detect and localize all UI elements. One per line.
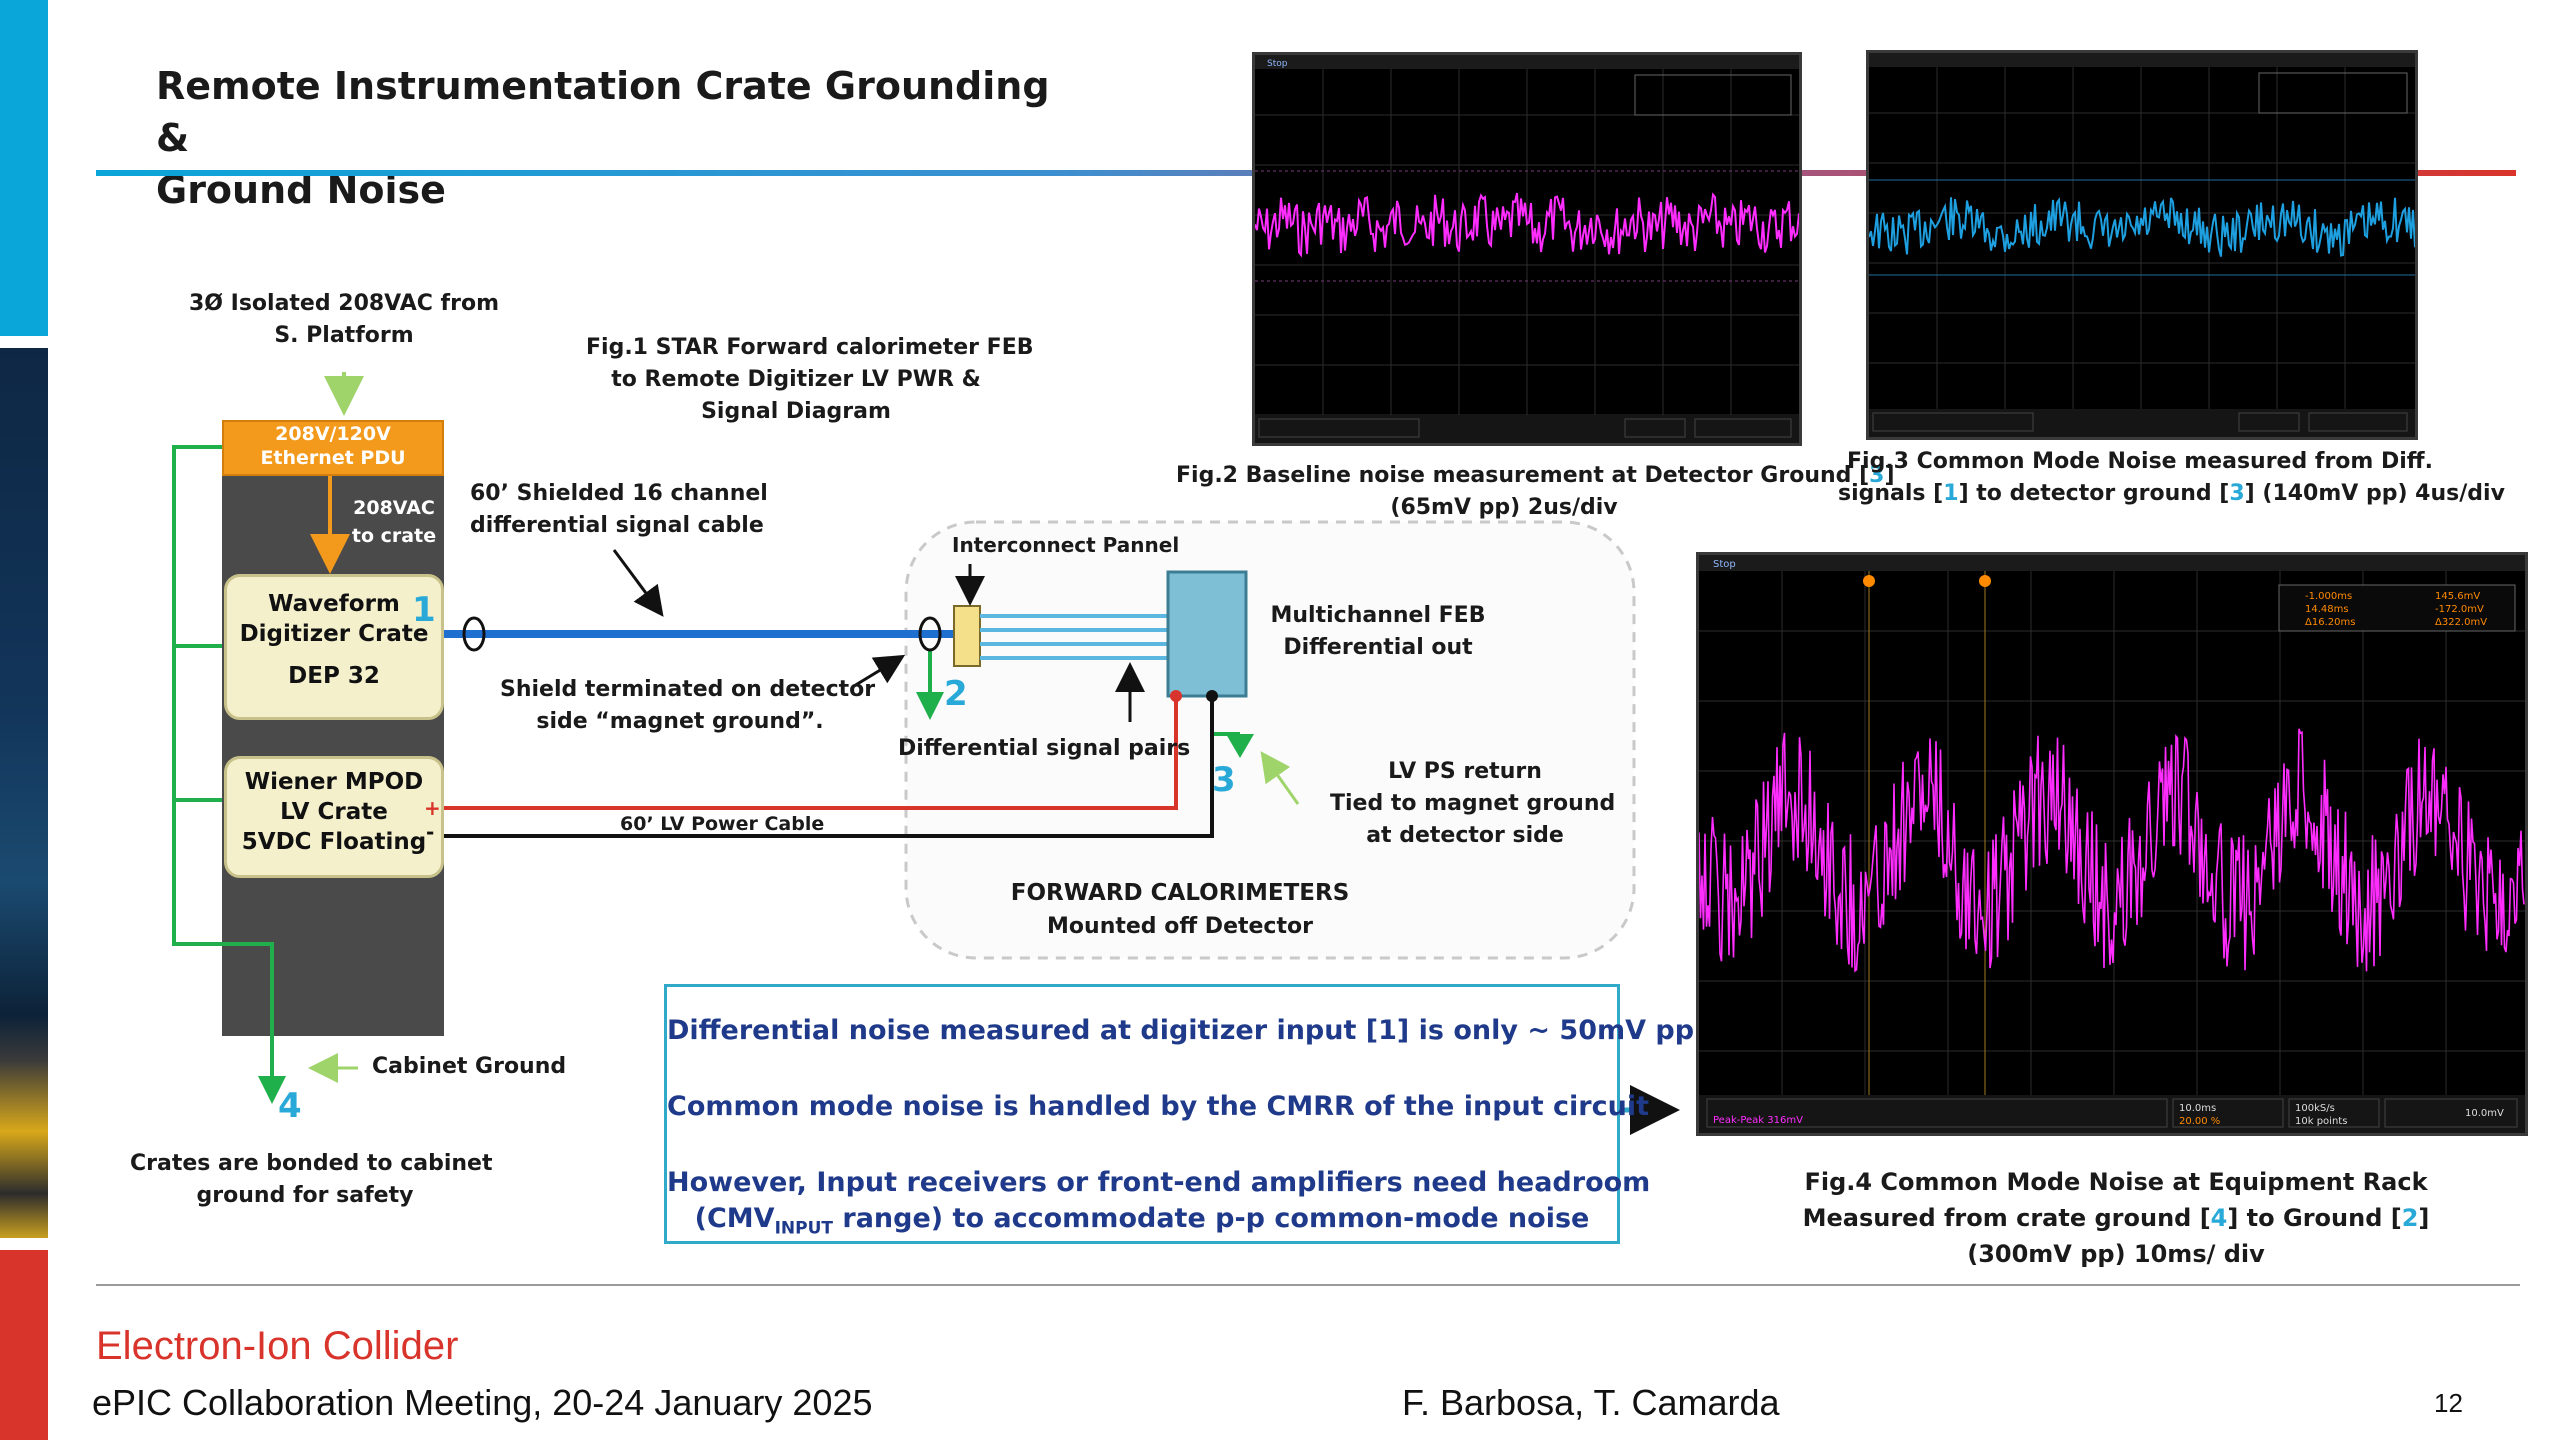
ref-number-3: 3 bbox=[1212, 760, 1236, 800]
edge-strip-image bbox=[0, 348, 48, 1238]
footer-meeting: ePIC Collaboration Meeting, 20-24 Januar… bbox=[92, 1382, 873, 1423]
multichannel-feb bbox=[1166, 570, 1248, 698]
scope-fig2-display: Stop bbox=[1254, 55, 1800, 443]
svg-text:-1.000ms: -1.000ms bbox=[2305, 591, 2352, 602]
info-line-2: Common mode noise is handled by the CMRR… bbox=[667, 1091, 1650, 1122]
waveform-digitizer-crate: Waveform Digitizer Crate DEP 32 bbox=[224, 574, 444, 720]
svg-text:20.00 %: 20.00 % bbox=[2179, 1116, 2220, 1127]
footer-authors: F. Barbosa, T. Camarda bbox=[1402, 1382, 1780, 1423]
fig4-caption: Fig.4 Common Mode Noise at Equipment Rac… bbox=[1802, 1168, 2430, 1268]
edge-strip-red bbox=[0, 1250, 48, 1440]
interconnect-label: Interconnect Pannel bbox=[952, 533, 1180, 557]
vac-label: 208VAC to crate bbox=[351, 497, 437, 547]
page-number: 12 bbox=[2434, 1388, 2463, 1418]
svg-text:145.6mV: 145.6mV bbox=[2435, 591, 2480, 602]
ground-arrow-2 bbox=[916, 692, 944, 720]
pdu-block: 208V/120V Ethernet PDU bbox=[222, 420, 444, 476]
lv-plus-sign: + bbox=[424, 796, 441, 820]
scope-fig3-display bbox=[1868, 53, 2416, 437]
ref-number-4: 4 bbox=[278, 1086, 302, 1126]
info-box: Differential noise measured at digitizer… bbox=[664, 984, 1695, 1244]
scope-fig4: Stop -1.000ms 14.48ms Δ16.20ms 145.6mV -… bbox=[1696, 552, 2528, 1136]
slide-title: Remote Instrumentation Crate Grounding &… bbox=[156, 64, 1050, 212]
ac-source-label: 3Ø Isolated 208VAC from S. Platform bbox=[188, 291, 500, 348]
fig1-caption: Fig.1 STAR Forward calorimeter FEB to Re… bbox=[586, 335, 1034, 424]
ground-arrow-3 bbox=[1226, 734, 1254, 758]
svg-text:Δ16.20ms: Δ16.20ms bbox=[2305, 617, 2355, 628]
scope-fig4-stop: Stop bbox=[1713, 559, 1736, 570]
svg-text:10.0ms: 10.0ms bbox=[2179, 1103, 2216, 1114]
footer-org-logo-text: Electron-Ion Collider bbox=[96, 1324, 459, 1368]
svg-text:Δ322.0mV: Δ322.0mV bbox=[2435, 617, 2487, 628]
svg-text:Peak-Peak 316mV: Peak-Peak 316mV bbox=[1713, 1115, 1803, 1126]
feb-label: Multichannel FEB Differential out bbox=[1270, 603, 1486, 660]
scope-fig2-stop: Stop bbox=[1267, 59, 1288, 69]
lv-cable-label: 60’ LV Power Cable bbox=[620, 813, 825, 835]
info-line-4: (CMVINPUT range) to accommodate p-p comm… bbox=[694, 1203, 1590, 1239]
edge-strip-blue bbox=[0, 0, 48, 336]
svg-text:10k points: 10k points bbox=[2295, 1116, 2347, 1127]
equipment-rack bbox=[222, 420, 444, 1036]
fig2-caption: Fig.2 Baseline noise measurement at Dete… bbox=[1176, 463, 1895, 520]
footer-divider bbox=[96, 1284, 2520, 1286]
lv-positive-wire bbox=[444, 696, 1178, 810]
scope-fig4-display: Stop -1.000ms 14.48ms Δ16.20ms 145.6mV -… bbox=[1698, 555, 2525, 1133]
svg-text:100kS/s: 100kS/s bbox=[2295, 1103, 2335, 1114]
ref-number-1: 1 bbox=[412, 590, 436, 630]
shield-label: Shield terminated on detector side “magn… bbox=[500, 677, 876, 734]
info-line-3: However, Input receivers or front-end am… bbox=[667, 1167, 1651, 1198]
lvps-return-label: LV PS return Tied to magnet ground at de… bbox=[1330, 759, 1616, 848]
signal-cable-label: 60’ Shielded 16 channel differential sig… bbox=[470, 481, 768, 538]
diff-pairs-label: Differential signal pairs bbox=[898, 736, 1191, 761]
lv-minus-sign: - bbox=[426, 820, 435, 844]
info-line-1: Differential noise measured at digitizer… bbox=[667, 1015, 1695, 1046]
svg-text:10.0mV: 10.0mV bbox=[2465, 1108, 2504, 1119]
fig3-caption: Fig.3 Common Mode Noise measured from Di… bbox=[1838, 449, 2505, 506]
svg-text:-172.0mV: -172.0mV bbox=[2435, 604, 2484, 615]
ground-arrow-4 bbox=[258, 1076, 286, 1104]
ref-number-2: 2 bbox=[944, 674, 968, 714]
cabinet-ground-label: Cabinet Ground bbox=[372, 1054, 567, 1079]
forward-calorimeters-label: FORWARD CALORIMETERS Mounted off Detecto… bbox=[1010, 880, 1350, 939]
scope-fig3 bbox=[1866, 50, 2418, 440]
interconnect-panel bbox=[953, 605, 981, 667]
wiener-mpod-lv-crate: Wiener MPOD LV Crate 5VDC Floating bbox=[224, 756, 444, 878]
bonded-note: Crates are bonded to cabinet ground for … bbox=[130, 1151, 493, 1208]
svg-text:14.48ms: 14.48ms bbox=[2305, 604, 2349, 615]
lv-return-wire bbox=[444, 696, 1214, 838]
scope-fig2: Stop bbox=[1252, 52, 1802, 446]
